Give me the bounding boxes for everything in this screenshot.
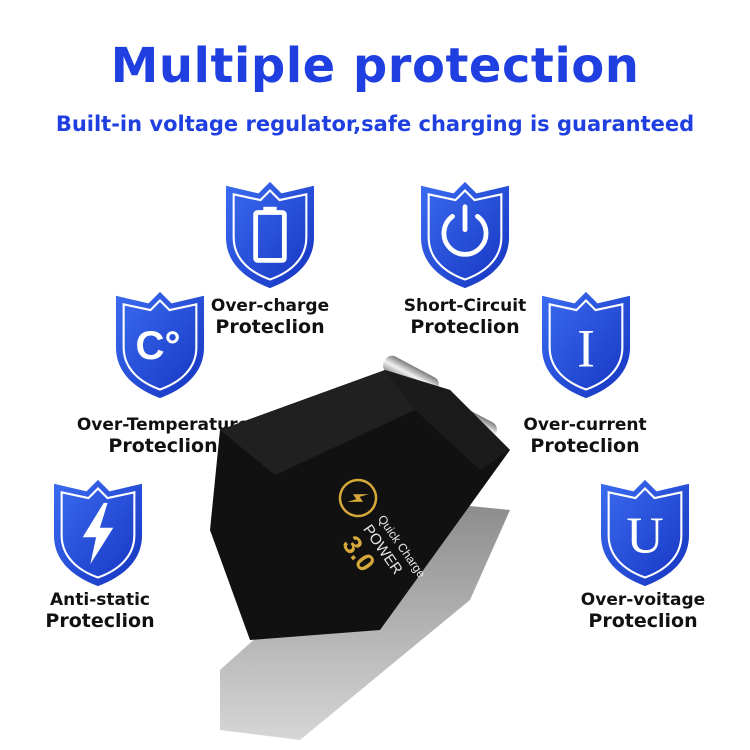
page-title: Multiple protection xyxy=(110,38,640,94)
feature-label-over-voltage: Over-voitage Proteclion xyxy=(580,590,706,632)
voltage-icon: U xyxy=(626,508,663,565)
shield-celsius: C° xyxy=(112,290,208,400)
feature-label-over-temperature: Over-Temperature Proteclion xyxy=(76,415,250,457)
feature-label-anti-static: Anti-static Proteclion xyxy=(45,590,155,632)
celsius-icon: C° xyxy=(136,323,181,368)
shield-current: I xyxy=(538,290,634,400)
battery-icon xyxy=(253,206,287,263)
bolt-logo-icon xyxy=(338,478,378,518)
shield-lightning xyxy=(50,478,146,588)
shield-battery xyxy=(222,180,318,290)
power-icon xyxy=(441,204,489,257)
shield-power xyxy=(417,180,513,290)
page-subtitle: Built-in voltage regulator,safe charging… xyxy=(55,112,695,136)
feature-label-short-circuit: Short-Circuit Proteclion xyxy=(403,296,527,338)
feature-label-over-charge: Over-charge Proteclion xyxy=(210,296,330,338)
feature-label-over-current: Over-current Proteclion xyxy=(523,415,647,457)
charger-image: Quick Charge POWER 3.0 xyxy=(210,355,510,740)
lightning-icon xyxy=(82,502,114,565)
shield-voltage: U xyxy=(597,478,693,588)
current-icon: I xyxy=(577,319,595,379)
